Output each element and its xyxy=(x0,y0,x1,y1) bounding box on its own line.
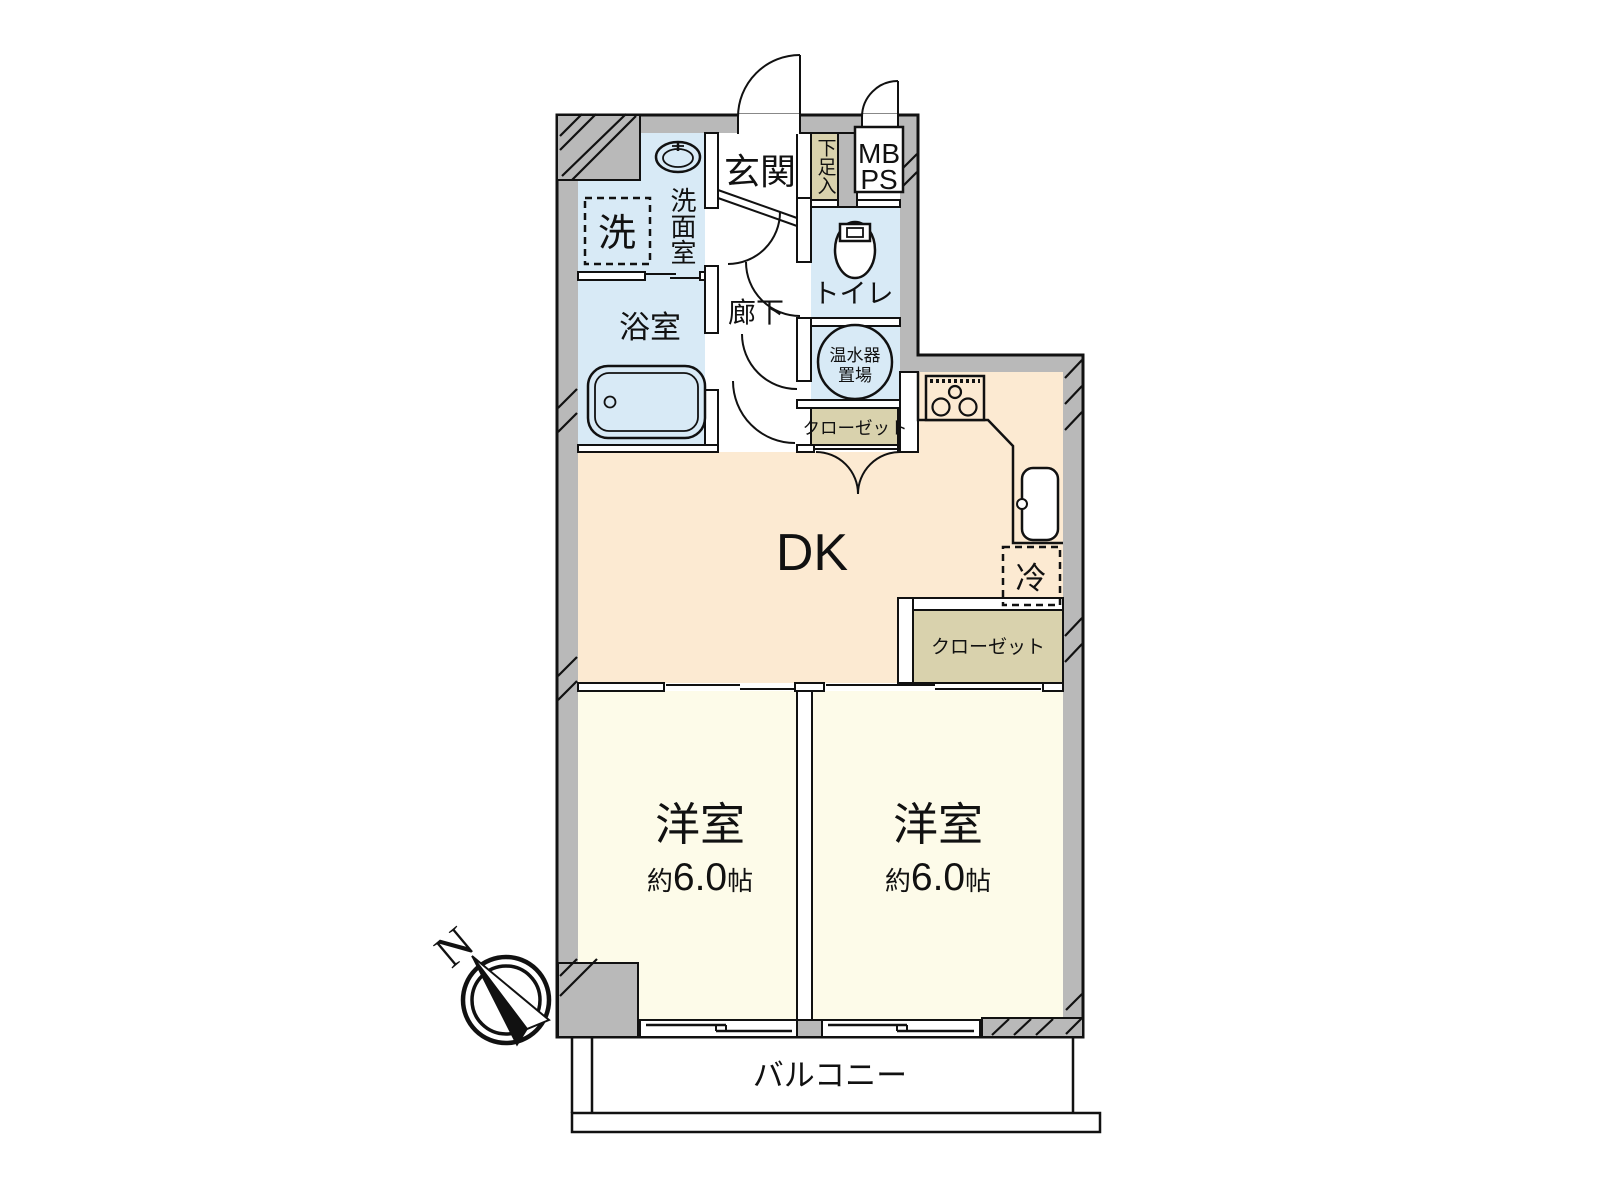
mbps-door-arc xyxy=(861,80,899,118)
balcony xyxy=(570,1037,1102,1134)
label-shoe-cabinet: 下足入 xyxy=(815,138,837,195)
sliding-partitions xyxy=(666,684,1041,690)
label-water-heater-2: 置場 xyxy=(838,366,872,385)
hall-closet-door-right xyxy=(857,451,901,495)
interior-walls xyxy=(577,132,1064,1021)
label-balcony: バルコニー xyxy=(753,1058,907,1093)
entrance-opening xyxy=(738,114,800,134)
label-toilet: トイレ xyxy=(813,279,894,309)
room-washroom-bathroom-floor xyxy=(578,133,705,445)
kitchen-sink-icon xyxy=(1016,466,1060,542)
washing-machine-space xyxy=(583,196,652,266)
toilet-icon xyxy=(833,220,877,280)
entrance-door-arc xyxy=(737,54,801,118)
bathtub-icon xyxy=(586,364,707,440)
label-refrigerator: 冷 xyxy=(1016,561,1047,596)
label-hall-closet: クローゼット xyxy=(803,418,908,438)
label-corridor: 廊下 xyxy=(728,297,784,328)
water-heater-circle xyxy=(816,323,894,401)
label-bedroom-left-size: 約6.0帖 xyxy=(647,856,753,899)
label-ps: PS xyxy=(860,164,897,195)
genkan-step-line xyxy=(717,189,798,219)
room-bedroom-right-floor xyxy=(812,691,1063,1020)
label-bedroom-left: 洋室 xyxy=(655,799,745,850)
wall-hatch-marks xyxy=(557,113,1083,1036)
refrigerator-space xyxy=(1001,545,1062,607)
bedroom-closet-box xyxy=(912,609,1064,684)
compass: N xyxy=(425,917,552,1047)
genkan-step-line xyxy=(717,197,798,227)
window-left xyxy=(639,1019,798,1038)
window-right xyxy=(821,1019,981,1038)
compass-needle-light xyxy=(471,955,551,1031)
label-water-heater-1: 温水器 xyxy=(830,346,881,365)
label-washroom: 洗面室 xyxy=(667,187,697,265)
kitchen-counter xyxy=(916,372,1063,545)
mbps-box xyxy=(853,125,905,194)
stove-icon xyxy=(924,374,986,422)
room-bedroom-left-floor xyxy=(578,691,797,1020)
structural-blocks xyxy=(556,114,1084,1038)
label-mb: MB xyxy=(858,138,900,169)
hall-closet-door-left xyxy=(815,451,859,495)
label-bedroom-closet: クローゼット xyxy=(931,636,1045,658)
label-genkan: 玄関 xyxy=(724,151,796,192)
corridor-door-arcs xyxy=(727,211,801,444)
label-dk: DK xyxy=(776,524,849,582)
label-bedroom-right-size: 約6.0帖 xyxy=(885,856,991,899)
sink-icon xyxy=(654,140,702,174)
shoe-cabinet-box xyxy=(810,132,841,201)
label-bedroom-right: 洋室 xyxy=(893,799,983,850)
label-bathroom: 浴室 xyxy=(619,310,681,345)
label-washing-machine: 洗 xyxy=(598,213,636,255)
hall-closet-box xyxy=(810,407,899,446)
